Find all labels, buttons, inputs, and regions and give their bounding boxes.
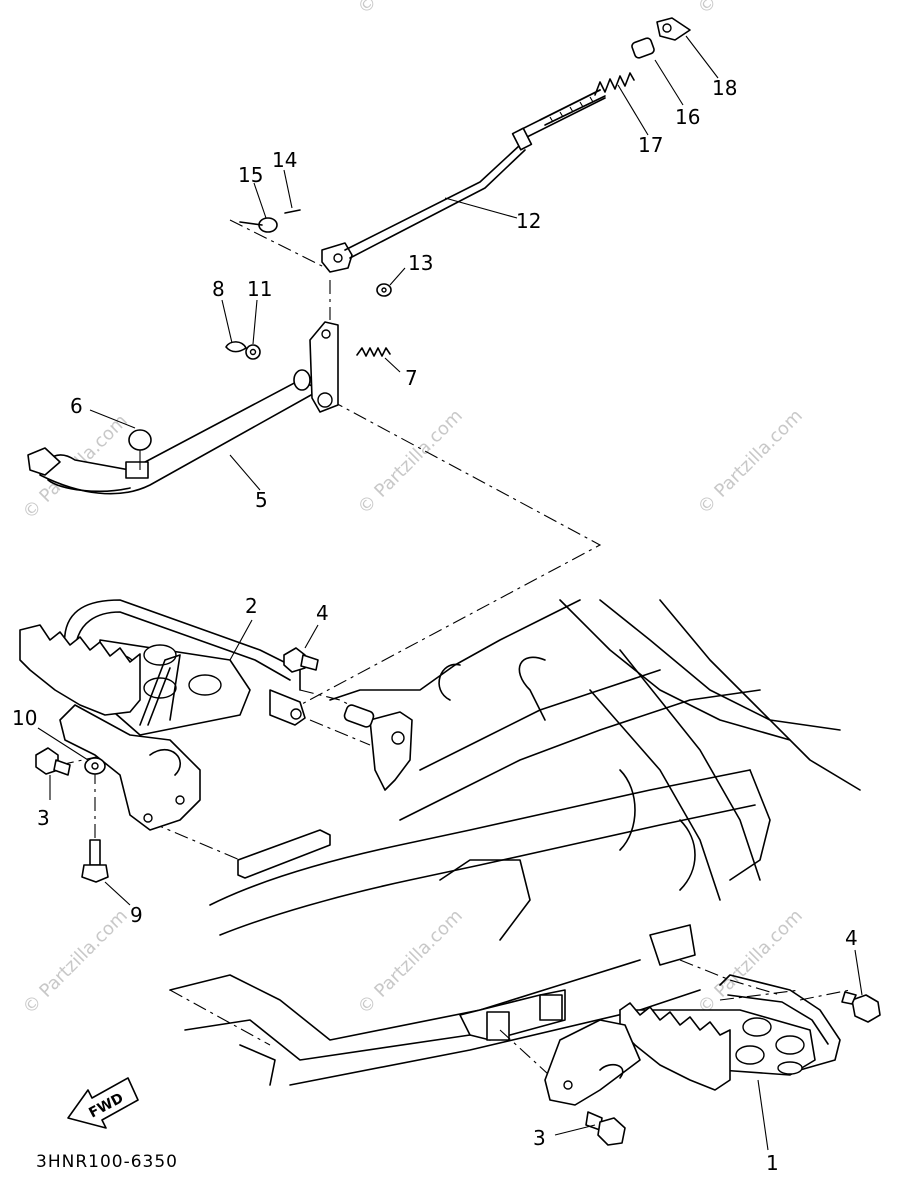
bolt-3-left <box>35 747 71 776</box>
callout-12[interactable]: 12 <box>516 209 541 233</box>
callout-18[interactable]: 18 <box>712 76 737 100</box>
watermark: © Partzilla.com <box>19 905 132 1018</box>
callout-1[interactable]: 1 <box>766 1151 779 1175</box>
drawing-code: 3HNR100-6350 <box>36 1152 178 1172</box>
callout-7[interactable]: 7 <box>405 366 418 390</box>
left-footrest <box>19 599 375 831</box>
watermark: © Partzilla.com <box>354 0 467 19</box>
leader-lines <box>37 35 863 1151</box>
fasteners <box>35 647 881 1146</box>
callout-5[interactable]: 5 <box>255 488 268 512</box>
frame-outline <box>169 599 861 1086</box>
callout-9[interactable]: 9 <box>130 903 143 927</box>
callout-14[interactable]: 14 <box>272 148 297 172</box>
callout-2[interactable]: 2 <box>245 594 258 618</box>
fwd-arrow: FWD <box>67 1077 139 1129</box>
center-lines <box>59 219 851 1086</box>
bolt-9 <box>81 839 109 883</box>
right-footrest <box>544 974 841 1106</box>
callout-4[interactable]: 4 <box>316 601 329 625</box>
watermarks: © Partzilla.com © Partzilla.com © Partzi… <box>19 0 807 1019</box>
watermark: © Partzilla.com <box>694 405 807 518</box>
watermark: © Partzilla.com <box>354 905 467 1018</box>
callout-4[interactable]: 4 <box>845 926 858 950</box>
bolt-4-right <box>841 991 881 1023</box>
callout-13[interactable]: 13 <box>408 251 433 275</box>
watermark: © Partzilla.com <box>694 0 807 19</box>
callout-16[interactable]: 16 <box>675 105 700 129</box>
callout-17[interactable]: 17 <box>638 133 663 157</box>
callout-8[interactable]: 8 <box>212 277 225 301</box>
callout-11[interactable]: 11 <box>247 277 272 301</box>
callout-3[interactable]: 3 <box>37 806 50 830</box>
watermark: © Partzilla.com <box>694 905 807 1018</box>
callout-15[interactable]: 15 <box>238 163 263 187</box>
brake-pedal-assembly <box>27 17 691 495</box>
callout-6[interactable]: 6 <box>70 394 83 418</box>
callouts: 1 2 3 3 4 4 5 6 7 8 9 10 11 12 13 14 15 … <box>12 76 858 1175</box>
callout-10[interactable]: 10 <box>12 706 37 730</box>
fwd-arrow-icon <box>67 1077 139 1129</box>
callout-3[interactable]: 3 <box>533 1126 546 1150</box>
bolt-4-upper <box>283 647 319 673</box>
bolt-3-right <box>585 1111 626 1146</box>
